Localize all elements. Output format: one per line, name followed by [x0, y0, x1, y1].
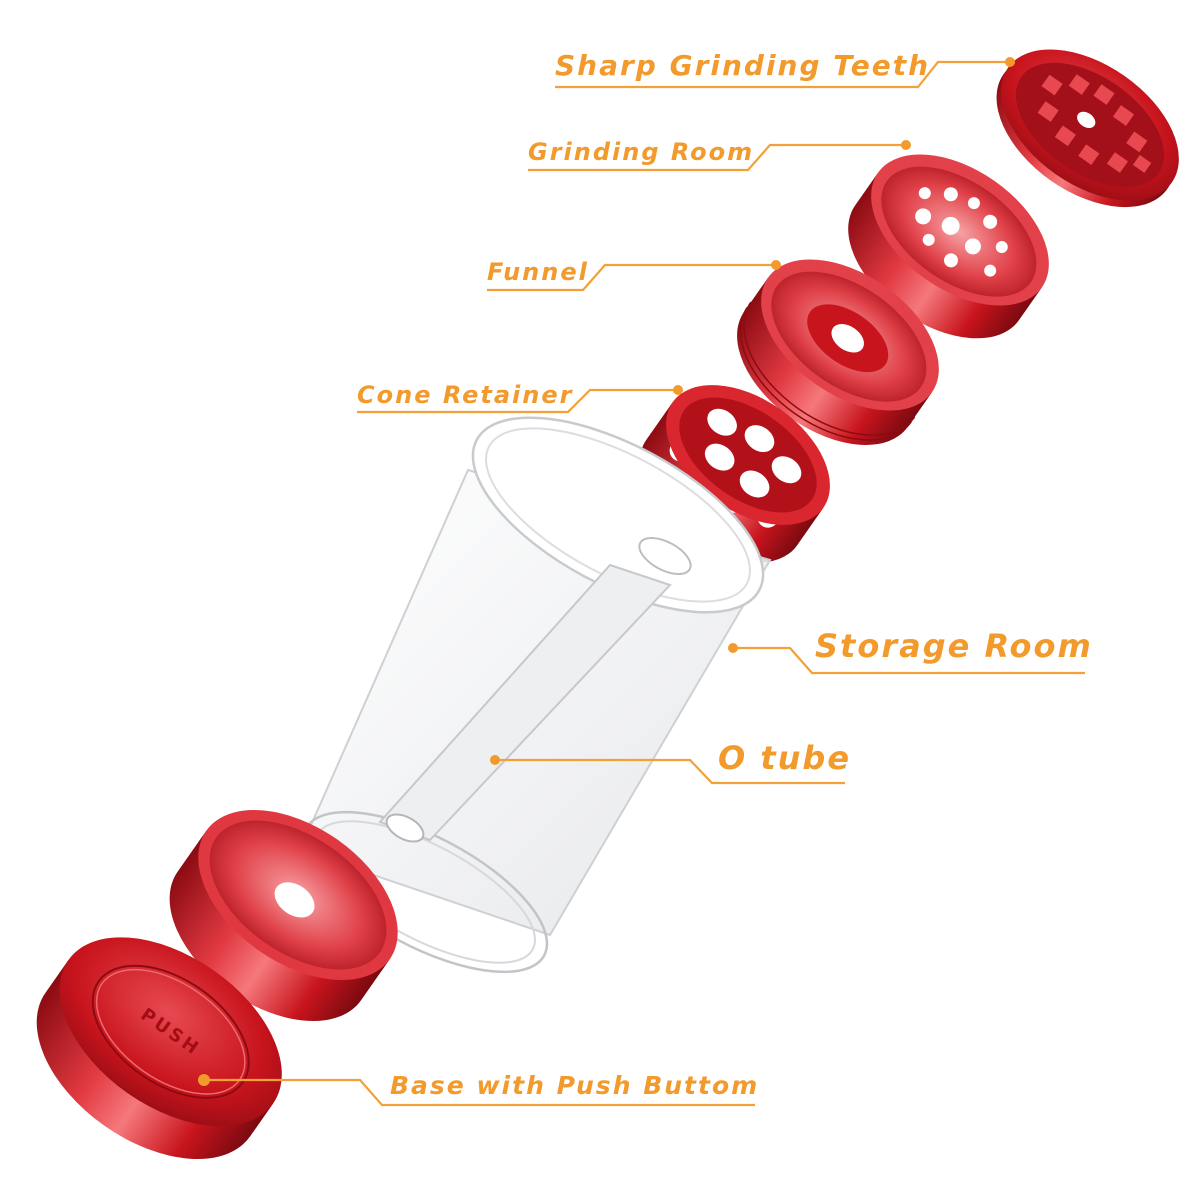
funnel-part [737, 259, 939, 445]
label-storage-room: Storage Room [815, 627, 1093, 665]
leader-funnel [487, 260, 781, 292]
leader-base-push-button [198, 1074, 755, 1107]
label-o-tube: O tube [718, 739, 851, 777]
bottom-ring-part [169, 809, 398, 1021]
leader-grinding-room [528, 140, 911, 172]
leader-storage-room [728, 643, 1085, 675]
label-base-push-button: Base with Push Buttom [390, 1071, 759, 1100]
label-grinding-room: Grinding Room [528, 138, 754, 166]
leader-sharp-grinding-teeth [555, 57, 1015, 89]
leader-o-tube [490, 755, 845, 785]
label-funnel: Funnel [487, 258, 589, 286]
label-sharp-grinding-teeth: Sharp Grinding Teeth [555, 49, 930, 82]
o-tube-part [378, 536, 692, 843]
label-cone-retainer: Cone Retainer [357, 381, 574, 409]
teeth-lid-part [996, 49, 1179, 208]
leader-cone-retainer [357, 385, 683, 414]
